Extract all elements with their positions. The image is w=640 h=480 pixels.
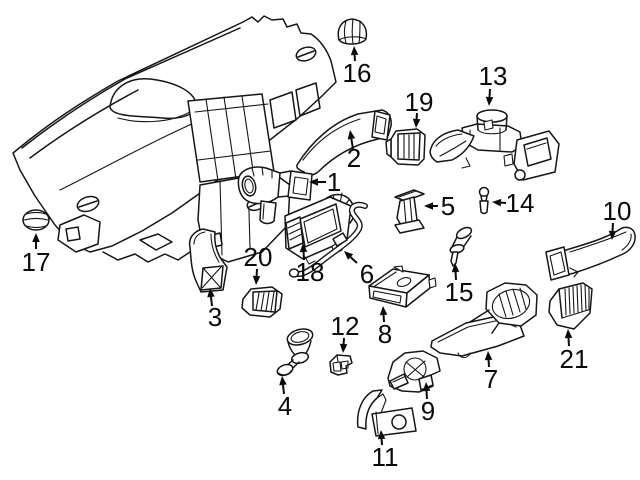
callout-19: 19: [405, 87, 434, 128]
callout-16-arrow-head: [350, 46, 359, 56]
callout-9-label: 9: [421, 396, 435, 426]
callout-18: 18: [296, 243, 325, 287]
part-20-drawing: [241, 286, 283, 318]
callout-6-arrow-line: [349, 256, 358, 264]
callout-21: 21: [560, 329, 589, 374]
callout-12-arrow-head: [339, 343, 348, 353]
callout-6: 6: [344, 251, 374, 289]
callout-6-label: 6: [360, 259, 374, 289]
part-14-drawing: [478, 186, 490, 215]
part-21-drawing: [548, 282, 593, 330]
callout-3: 3: [207, 288, 222, 332]
callout-13-arrow-head: [485, 96, 494, 106]
part-15-drawing: [449, 226, 473, 267]
callout-4-arrow-line: [282, 384, 285, 395]
callout-3-arrow-head: [207, 288, 215, 298]
callout-4-label: 4: [278, 391, 292, 421]
part-2-drawing: [296, 109, 392, 176]
callout-12-label: 12: [331, 311, 360, 341]
callout-20-label: 20: [244, 242, 273, 272]
callout-11-arrow-head: [377, 430, 386, 440]
callout-13: 13: [479, 61, 508, 106]
part-5-drawing: [394, 189, 425, 234]
part-18-drawing: [284, 192, 355, 265]
callout-17-label: 17: [22, 247, 51, 277]
callout-18-label: 18: [296, 257, 325, 287]
callout-18-arrow-head: [299, 243, 308, 253]
callout-10-label: 10: [603, 196, 632, 226]
callout-9: 9: [421, 382, 435, 426]
part-8-drawing: [368, 265, 437, 308]
callout-19-arrow-head: [412, 118, 421, 128]
part-11-drawing: [356, 389, 417, 437]
part-9-drawing: [387, 350, 441, 393]
callout-14-arrow-head: [492, 198, 502, 207]
callout-15-arrow-head: [451, 263, 460, 273]
callout-21-label: 21: [560, 344, 589, 374]
callout-7-label: 7: [484, 364, 498, 394]
callout-16-label: 16: [343, 58, 372, 88]
callout-10-arrow-head: [608, 230, 617, 240]
callout-3-label: 3: [208, 302, 222, 332]
callout-7: 7: [484, 351, 498, 394]
callout-1-label: 1: [327, 167, 341, 197]
callout-3-arrow-line: [209, 296, 213, 307]
callout-1-arrow-head: [309, 178, 318, 186]
part-16-drawing: [337, 18, 368, 45]
callout-2-label: 2: [347, 143, 361, 173]
callout-17-arrow-head: [32, 233, 40, 242]
callout-9-arrow-head: [422, 382, 431, 392]
callout-11-label: 11: [372, 442, 399, 472]
callout-15: 15: [445, 263, 474, 307]
callout-4: 4: [278, 376, 292, 421]
callout-16: 16: [343, 46, 372, 88]
part-6-drawing: [288, 201, 368, 278]
callout-13-label: 13: [479, 61, 508, 91]
callout-8-label: 8: [378, 319, 392, 349]
part-4-drawing: [276, 328, 314, 377]
part-10-drawing: [545, 226, 636, 281]
callout-2-arrow-line: [350, 138, 354, 150]
callout-2: 2: [347, 130, 361, 173]
callout-12: 12: [331, 311, 360, 353]
callout-15-label: 15: [445, 277, 474, 307]
callout-2-arrow-head: [347, 130, 356, 140]
callout-8: 8: [378, 306, 392, 349]
part-19-drawing: [385, 128, 426, 166]
callout-11: 11: [372, 430, 399, 472]
part-12-drawing: [329, 354, 353, 376]
callout-5-arrow-head: [424, 202, 433, 210]
part-7-drawing: [430, 282, 538, 359]
callout-20: 20: [244, 242, 273, 285]
part-17-drawing: [22, 209, 50, 231]
callout-20-arrow-head: [252, 275, 261, 285]
callout-8-arrow-head: [379, 306, 388, 316]
callout-10: 10: [603, 196, 632, 240]
callout-6-arrow-head: [344, 251, 354, 260]
callout-5-label: 5: [441, 191, 455, 221]
callout-4-arrow-head: [279, 376, 287, 386]
callout-17: 17: [22, 233, 51, 277]
callout-14-label: 14: [506, 188, 535, 218]
part-13-drawing: [429, 109, 560, 181]
callout-7-arrow-head: [484, 351, 493, 361]
callout-14: 14: [492, 188, 534, 218]
callout-19-label: 19: [405, 87, 434, 117]
part-3-drawing: [188, 228, 228, 293]
callout-1: 1: [309, 167, 341, 197]
callout-5: 5: [424, 191, 455, 221]
callout-21-arrow-head: [564, 329, 573, 339]
part-1-drawing: [237, 166, 313, 225]
